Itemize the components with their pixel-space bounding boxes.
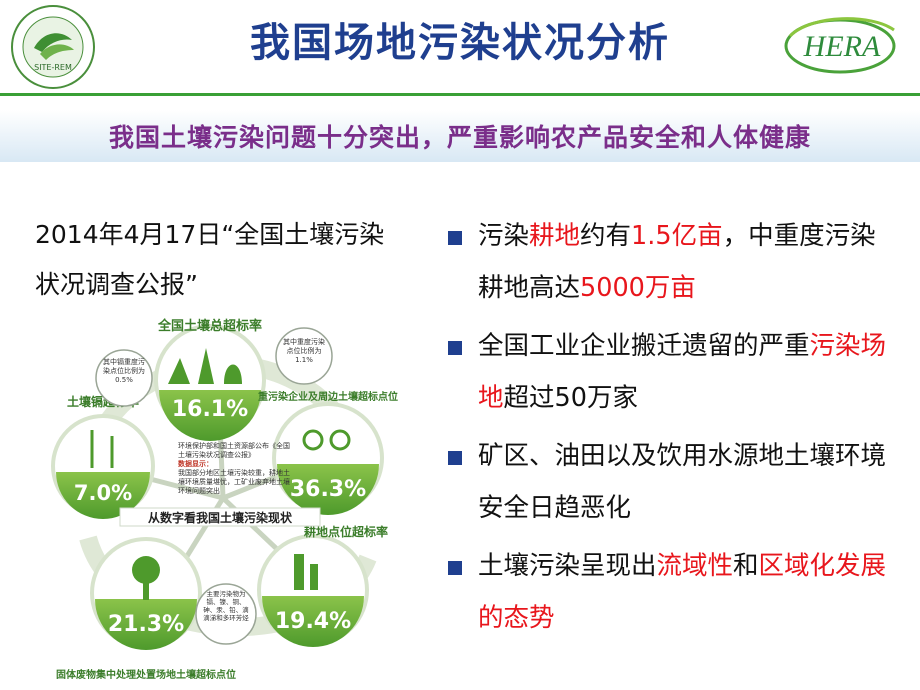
stat-circle-cadmium: 7.0% 土壤镉超标率	[51, 394, 155, 519]
bullet-square-icon	[448, 341, 462, 355]
bullet-text: 约有	[580, 221, 632, 251]
center-note: 环境保护部和国土资源部公布《全国土壤污染状况调查公报》	[178, 442, 290, 459]
bullet-highlight-text: 1.5亿亩	[631, 221, 723, 251]
subtitle-band	[0, 110, 920, 162]
bullet-list: 污染耕地约有1.5亿亩，中重度污染耕地高达5000万亩全国工业企业搬迁遗留的严重…	[448, 210, 888, 650]
stat-value-enterprise: 36.3%	[290, 477, 366, 502]
stat-label-solid-waste: 固体废物集中处理处置场地土壤超标点位	[56, 668, 236, 681]
stat-value-solid-waste: 21.3%	[108, 612, 184, 637]
stat-circle-total: 16.1% 全国土壤总超标率	[154, 318, 266, 441]
bubble-pollutants: 主要污染物为镉、镍、铜、砷、汞、铅、滴滴涕和多环芳烃	[195, 583, 257, 645]
bullet-highlight-text: 区域化发展的态势	[478, 551, 887, 633]
bullet-highlight-text: 耕地	[529, 221, 581, 251]
stat-value-farmland: 19.4%	[275, 609, 351, 634]
bullet-item: 矿区、油田以及饮用水源地土壤环境安全日趋恶化	[448, 430, 888, 534]
title-divider	[0, 93, 920, 96]
subtitle: 我国土壤污染问题十分突出，严重影响农产品安全和人体健康	[108, 123, 811, 152]
hera-logo: HERA	[784, 17, 896, 74]
bullet-square-icon	[448, 451, 462, 465]
stat-circle-enterprise: 36.3% 重污染企业及周边土壤超标点位	[258, 390, 398, 515]
bullet-text: ，中重度污染耕地高达	[478, 221, 876, 303]
bullet-highlight-text: 流域性	[656, 551, 734, 581]
bullet-highlight-text: 5000万亩	[580, 273, 696, 303]
bullet-text: 和	[733, 551, 759, 581]
stat-label-total: 全国土壤总超标率	[157, 318, 262, 334]
stat-circle-farmland: 19.4% 耕地点位超标率	[257, 524, 388, 647]
bubble-severe-ratio: 其中重度污染点位比例为1.1%	[275, 327, 333, 385]
bullet-text: 污染	[478, 221, 530, 251]
stat-circle-solid-waste: 21.3% 固体废物集中处理处置场地土壤超标点位	[56, 537, 236, 681]
logo-right-label: HERA	[803, 30, 881, 63]
bullet-text: 全国工业企业搬迁遗留的严重	[478, 331, 810, 361]
bullet-item: 污染耕地约有1.5亿亩，中重度污染耕地高达5000万亩	[448, 210, 888, 314]
site-rem-logo: SITE-REM	[11, 5, 95, 89]
center-heading: 数据显示：	[178, 460, 213, 468]
bullet-text: 矿区、油田以及饮用水源地土壤环境安全日趋恶化	[478, 441, 887, 523]
stat-value-cadmium: 7.0%	[74, 481, 132, 505]
bullet-item: 土壤污染呈现出流域性和区域化发展的态势	[448, 540, 888, 644]
bullet-text: 超过50万家	[503, 383, 638, 413]
bubble-severe-ratio-text: 其中重度污染点位比例为1.1%	[283, 338, 325, 364]
infographic-center-title: 从数字看我国土壤污染现状	[148, 510, 293, 525]
bullet-square-icon	[448, 561, 462, 575]
stat-label-enterprise: 重污染企业及周边土壤超标点位	[258, 390, 398, 403]
bubble-cadmium-ratio-text: 其中镉重度污染点位比例为0.5%	[103, 358, 145, 384]
soil-pollution-infographic: 16.1% 全国土壤总超标率 36.3% 重污染企业及周边土壤超标点位 19.4…	[51, 318, 398, 681]
logo-left-label: SITE-REM	[34, 63, 72, 72]
bubble-pollutants-text: 主要污染物为镉、镍、铜、砷、汞、铅、滴滴涕和多环芳烃	[203, 590, 249, 622]
bullet-item: 全国工业企业搬迁遗留的严重污染场地超过50万家	[448, 320, 888, 424]
center-body: 我国部分地区土壤污染较重，耕地土壤环境质量堪忧，工矿业废弃地土壤环境问题突出	[178, 469, 290, 495]
page-title: 我国场地污染状况分析	[250, 20, 670, 66]
bubble-cadmium-ratio: 其中镉重度污染点位比例为0.5%	[95, 349, 153, 407]
bullet-square-icon	[448, 231, 462, 245]
stat-value-total: 16.1%	[172, 397, 248, 422]
stat-label-farmland: 耕地点位超标率	[304, 524, 388, 539]
source-text: 2014年4月17日“全国土壤污染状况调查公报”	[35, 220, 385, 299]
bullet-text: 土壤污染呈现出	[478, 551, 657, 581]
bullet-highlight-text: 污染场地	[478, 331, 887, 413]
